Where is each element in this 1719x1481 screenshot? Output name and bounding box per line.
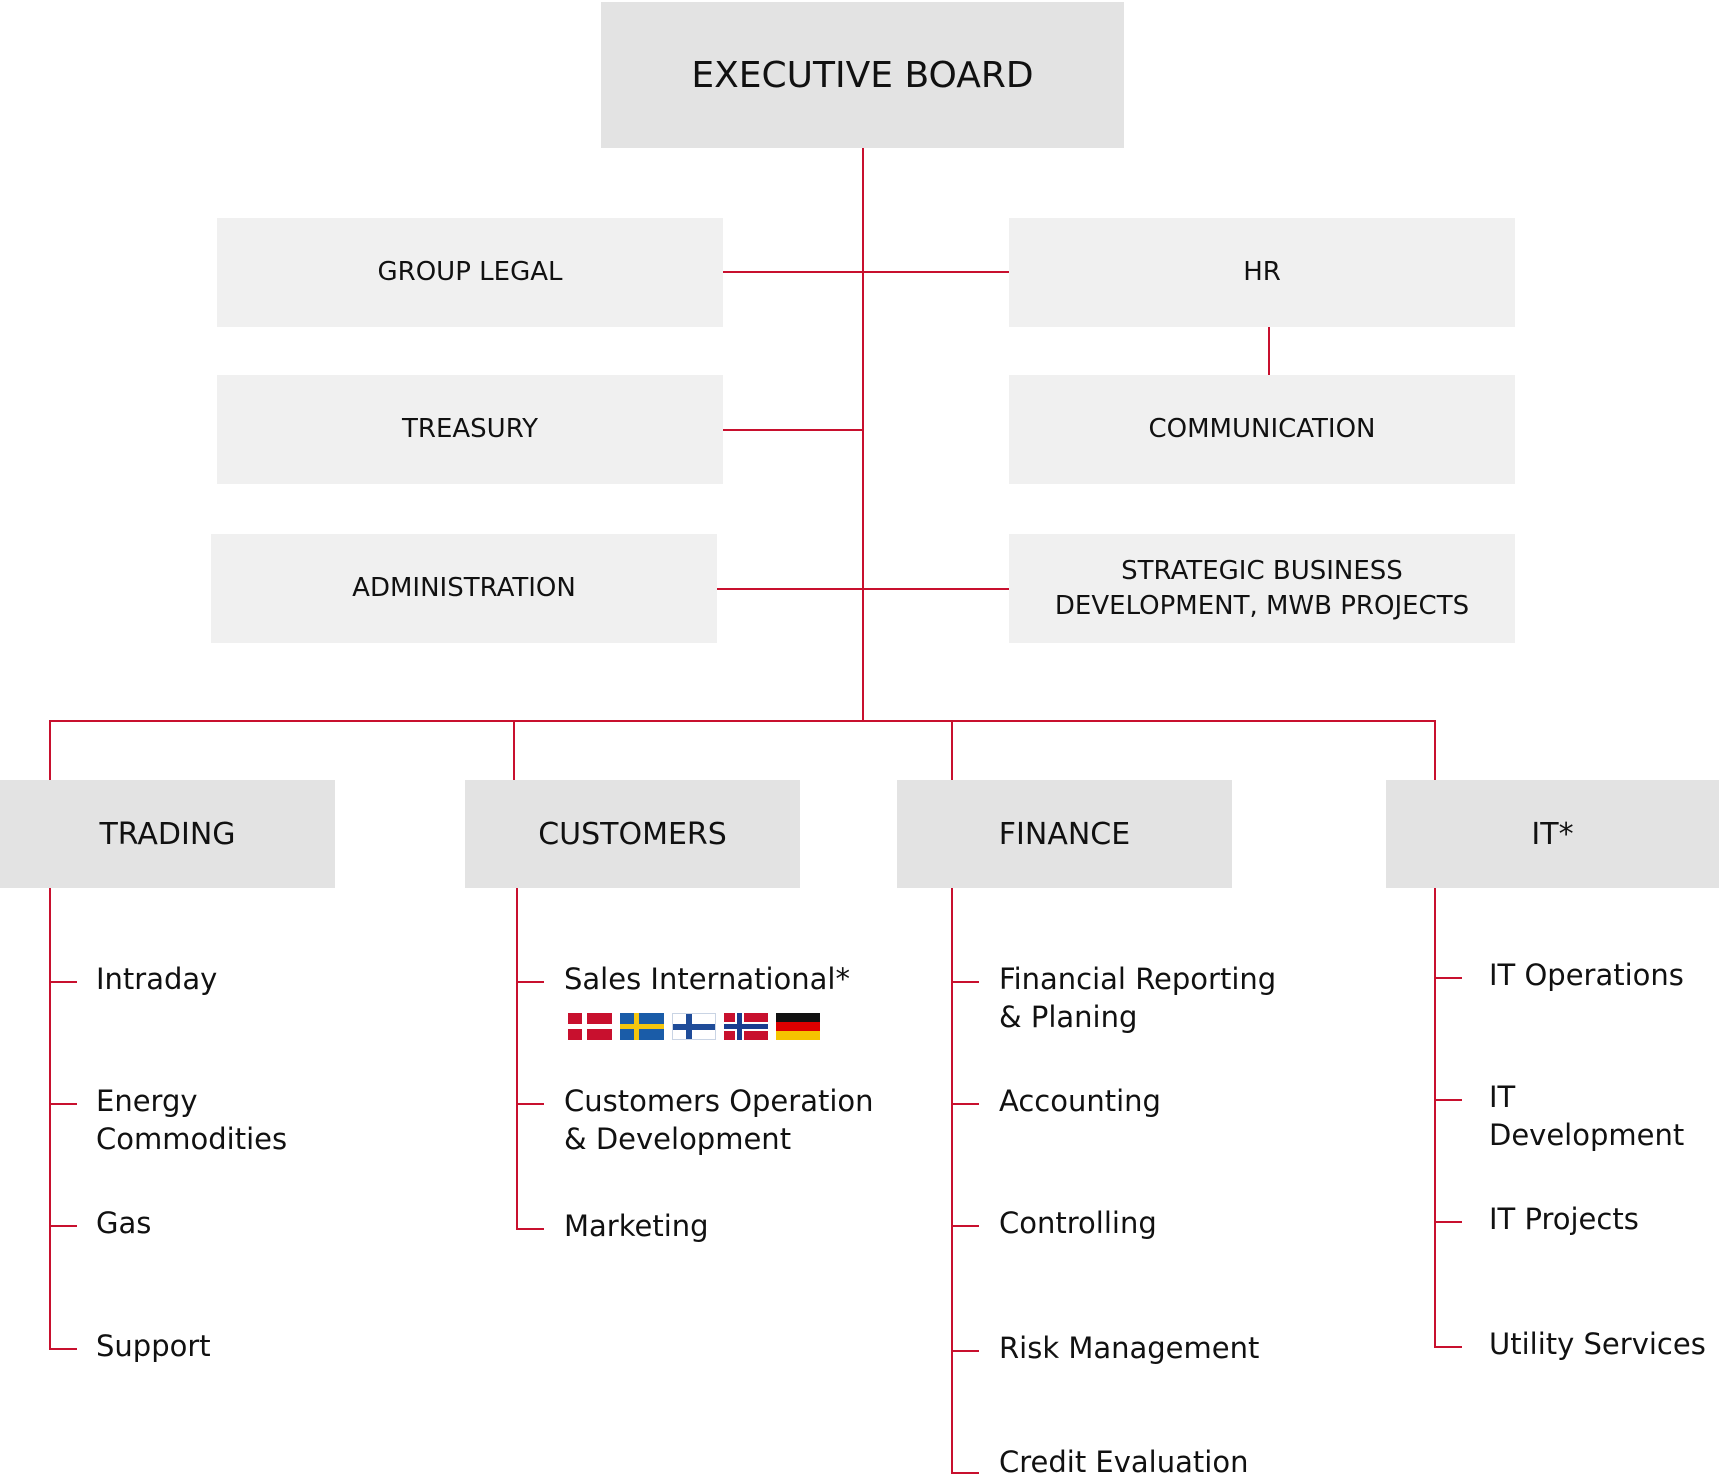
finance-item-risk-management: Risk Management: [999, 1331, 1260, 1365]
communication-box: COMMUNICATION: [1009, 375, 1515, 484]
connector-finance-drop: [951, 720, 953, 780]
finance-box: FINANCE: [897, 780, 1232, 888]
customers-spine: [516, 888, 518, 1230]
trading-label: TRADING: [99, 816, 236, 852]
it-item-utility-services: Utility Services: [1489, 1327, 1706, 1361]
treasury-label: TREASURY: [402, 414, 538, 444]
tick: [1434, 1221, 1462, 1223]
connector-treasury: [723, 429, 863, 431]
trading-item-intraday: Intraday: [96, 962, 218, 996]
tick: [49, 1348, 77, 1350]
tick: [49, 1225, 77, 1227]
finance-item-financial-reporting: Financial Reporting & Planing: [999, 962, 1277, 1034]
connector-group-legal-hr: [723, 271, 1009, 273]
trading-item-energy-commodities: Energy Commodities: [96, 1084, 288, 1156]
customers-label: CUSTOMERS: [538, 816, 727, 852]
administration-box: ADMINISTRATION: [211, 534, 717, 643]
treasury-box: TREASURY: [217, 375, 723, 484]
finance-item-accounting: Accounting: [999, 1084, 1161, 1118]
finland-flag-icon: [672, 1013, 716, 1040]
executive-board-box: EXECUTIVE BOARD: [601, 2, 1124, 148]
germany-flag-icon: [776, 1013, 820, 1040]
connector-hr-communication: [1268, 327, 1270, 375]
it-item-operations: IT Operations: [1489, 958, 1684, 992]
it-item-development: IT Development: [1489, 1080, 1685, 1152]
administration-label: ADMINISTRATION: [352, 573, 576, 603]
customers-item-sales-international: Sales International*: [564, 962, 850, 996]
strategic-business-label: STRATEGIC BUSINESS DEVELOPMENT, MWB PROJ…: [1054, 555, 1470, 621]
group-legal-label: GROUP LEGAL: [377, 257, 563, 287]
hr-label: HR: [1243, 257, 1281, 287]
it-label: IT*: [1531, 816, 1574, 852]
tick: [951, 1350, 979, 1352]
customers-box: CUSTOMERS: [465, 780, 800, 888]
strategic-business-box: STRATEGIC BUSINESS DEVELOPMENT, MWB PROJ…: [1009, 534, 1515, 643]
tick: [49, 981, 77, 983]
tick: [1434, 977, 1462, 979]
tick: [516, 981, 544, 983]
tick: [951, 1472, 979, 1474]
country-flags: [568, 1013, 820, 1040]
tick: [49, 1103, 77, 1105]
tick: [951, 1103, 979, 1105]
finance-spine: [951, 888, 953, 1474]
group-legal-box: GROUP LEGAL: [217, 218, 723, 327]
denmark-flag-icon: [568, 1013, 612, 1040]
connector-departments-horizontal: [49, 720, 1436, 722]
trading-box: TRADING: [0, 780, 335, 888]
customers-item-marketing: Marketing: [564, 1209, 709, 1243]
connector-administration-strategic: [717, 588, 1009, 590]
tick: [951, 981, 979, 983]
hr-box: HR: [1009, 218, 1515, 327]
trading-spine: [49, 888, 51, 1350]
connector-trading-drop: [49, 720, 51, 780]
trading-item-support: Support: [96, 1329, 211, 1363]
tick: [1434, 1099, 1462, 1101]
connector-it-drop: [1434, 720, 1436, 780]
finance-item-controlling: Controlling: [999, 1206, 1157, 1240]
tick: [516, 1103, 544, 1105]
sweden-flag-icon: [620, 1013, 664, 1040]
finance-item-credit-evaluation: Credit Evaluation: [999, 1445, 1249, 1479]
tick: [1434, 1346, 1462, 1348]
connector-customers-drop: [513, 720, 515, 780]
tick: [516, 1228, 544, 1230]
trading-item-gas: Gas: [96, 1206, 152, 1240]
communication-label: COMMUNICATION: [1148, 414, 1376, 444]
it-box: IT*: [1386, 780, 1719, 888]
it-spine: [1434, 888, 1436, 1348]
customers-item-operation-development: Customers Operation & Development: [564, 1084, 874, 1156]
executive-board-label: EXECUTIVE BOARD: [691, 54, 1034, 96]
it-item-projects: IT Projects: [1489, 1202, 1639, 1236]
norway-flag-icon: [724, 1013, 768, 1040]
connector-main-vertical: [862, 148, 864, 721]
finance-label: FINANCE: [998, 816, 1131, 852]
tick: [951, 1225, 979, 1227]
